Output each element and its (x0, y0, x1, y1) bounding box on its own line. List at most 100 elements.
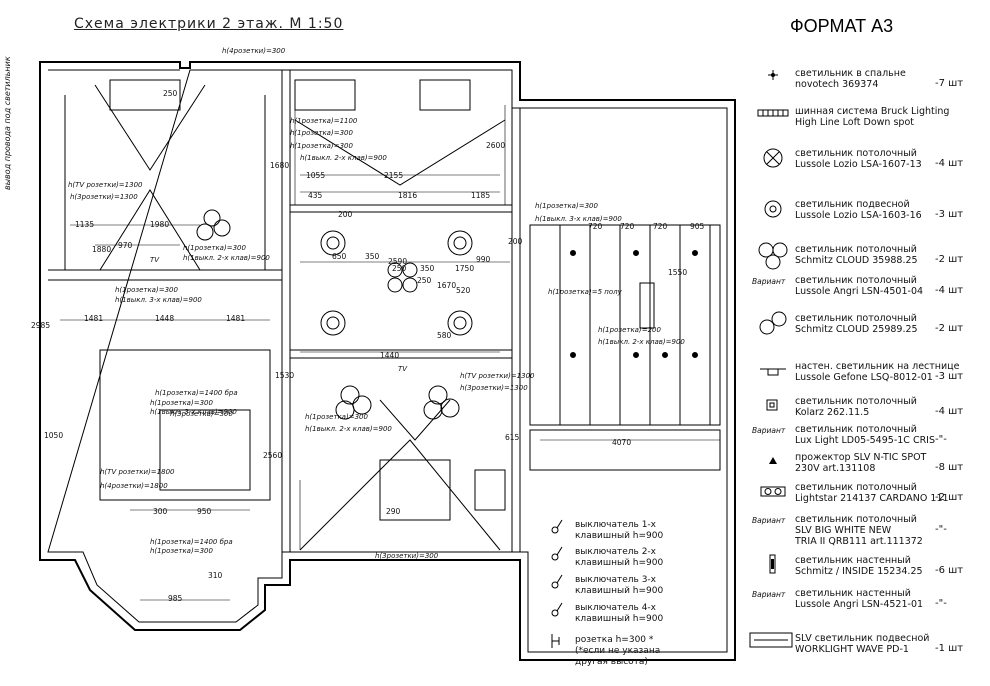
switch-legend-entry: выключатель 1-х клавишный h=900 (575, 520, 664, 541)
legend-quantity: -"- (935, 524, 947, 535)
plan-label: h(1розетка)=200 (598, 326, 661, 334)
stair-steps (559, 225, 711, 425)
plan-label: h(TV розетки)=1800 (100, 468, 175, 476)
bathtub (294, 79, 356, 111)
dimension-value: 350 (420, 264, 435, 273)
worklight-in-plan (639, 282, 655, 329)
plan-label: h(TV розетки)=1300 (460, 372, 535, 380)
track-system-icon (757, 109, 789, 117)
legend-quantity: -2 шт (935, 492, 964, 503)
legend-entry: светильник потолочный Lussole Lozio LSA-… (795, 148, 922, 170)
legend-quantity: -2 шт (935, 323, 964, 334)
dimension-value: 580 (437, 331, 452, 340)
plan-label: h(1выкл. 3-х клав)=900 (150, 408, 237, 416)
legend-entry: светильник подвесной Lussole Lozio LSA-1… (795, 199, 922, 221)
switch-symbol-icon (551, 574, 563, 589)
dimension-value: 720 (653, 222, 668, 231)
legend-entry: светильник потолочный Lightstar 214137 C… (795, 482, 949, 504)
plan-label: h(4розетки)=1800 (100, 482, 168, 490)
stair-lower (529, 429, 721, 471)
dimension-value: 1481 (226, 314, 246, 323)
dimension-value: 720 (620, 222, 635, 231)
stair-spots (570, 250, 698, 358)
legend-quantity: -"- (935, 598, 947, 609)
plan-label: h(1выкл. 3-х клав)=900 (535, 215, 622, 223)
legend-entry: светильник потолочный Schmitz CLOUD 3598… (795, 244, 918, 266)
dimension-value: 1816 (398, 191, 418, 200)
dimension-value: 290 (386, 507, 401, 516)
dimension-value: 1880 (92, 245, 112, 254)
plan-label: h(1розетка)=300 (183, 244, 246, 252)
plan-label: h(1выкл. 2-х клав)=900 (598, 338, 685, 346)
inner-wall-line (47, 69, 728, 653)
dimension-value: 4070 (612, 438, 632, 447)
dimension-value: 1680 (270, 161, 290, 170)
socket-legend-entry: розетка h=300 * (*если не указана другая… (575, 635, 661, 667)
legend-quantity: -4 шт (935, 158, 964, 169)
plan-label: TV (398, 365, 408, 373)
dimension-value: 1050 (44, 431, 64, 440)
stair-wall-light-icon (760, 368, 786, 376)
dimension-value: 1481 (84, 314, 104, 323)
dimension-value: 1185 (471, 191, 491, 200)
roof-line (64, 84, 266, 271)
legend-quantity: -8 шт (935, 462, 964, 473)
outer-wall (39, 61, 736, 661)
legend-quantity: -3 шт (935, 371, 964, 382)
plan-label: h(4розетки)=300 (222, 47, 286, 55)
dimension-value: 720 (588, 222, 603, 231)
dimension-value: 1055 (306, 171, 326, 180)
legend-quantity: -2 шт (935, 254, 964, 265)
ceiling-light-cross-icon (763, 148, 783, 168)
plan-label: h(1розетка)=300 (150, 547, 213, 555)
plan-label: h(1розетка)=300 (290, 129, 353, 137)
legend-quantity: -"- (935, 434, 947, 445)
dimension-value: 250 (163, 89, 178, 98)
spot-light-icon (768, 70, 778, 80)
dimension-value: 650 (332, 252, 347, 261)
legend-entry: светильник потолочный Kolarz 262.11.5 (795, 396, 917, 418)
plan-label: h(1розетка)=1400 бра (155, 389, 238, 397)
legend-quantity: -3 шт (935, 209, 964, 220)
dimension-value: 615 (505, 433, 520, 442)
dimension-value: 2560 (263, 451, 283, 460)
dimension-value: 300 (153, 507, 168, 516)
side-note: вывод провода под светильник (3, 56, 12, 190)
bed-inner (159, 409, 251, 491)
switch-legend-entry: выключатель 3-х клавишный h=900 (575, 575, 664, 596)
legend-entry: светильник потолочный SLV BIG WHITE NEW … (795, 514, 923, 547)
cabinet (474, 469, 506, 511)
wall-light-icon (769, 554, 776, 574)
legend-entry: светильник настенный Schmitz / INSIDE 15… (795, 555, 923, 577)
legend-quantity: -6 шт (935, 565, 964, 576)
plan-label: h(1розетка)=1400 бра (150, 538, 233, 546)
variant-label: Вариант (752, 426, 786, 435)
sink (419, 79, 471, 111)
plan-label: h(3розетки)=300 (375, 552, 439, 560)
legend-entry: светильник потолочный Lux Light LD05-549… (795, 424, 936, 446)
dimension-value: 1530 (275, 371, 295, 380)
legend-quantity: -4 шт (935, 406, 964, 417)
worklight-icon (749, 632, 793, 648)
dimension-value: 250 (417, 276, 432, 285)
plan-label: h(1розетка)=300 (305, 413, 368, 421)
dimension-value: 2985 (31, 321, 51, 330)
dimension-value: 1980 (150, 220, 170, 229)
drawing-title: Схема электрики 2 этаж. М 1:50 (74, 16, 344, 32)
plan-label: h(1розетка)=1100 (290, 117, 358, 125)
plan-label: h(1выкл. 2-х клав)=900 (305, 425, 392, 433)
variant-label: Вариант (752, 590, 786, 599)
plan-label: h(1розетка)=5 полу (548, 288, 622, 296)
dimension-value: 1440 (380, 351, 400, 360)
dimension-value: 310 (208, 571, 223, 580)
dimension-value: 1670 (437, 281, 457, 290)
dimension-value: 970 (118, 241, 133, 250)
switch-legend-entry: выключатель 4-х клавишный h=900 (575, 603, 664, 624)
switch-legend-entry: выключатель 2-х клавишный h=900 (575, 547, 664, 568)
plan-label: TV (150, 256, 160, 264)
plan-label: h(1розетка)=300 (115, 286, 178, 294)
plan-label: h(3розетки)=1300 (70, 193, 138, 201)
dimension-value: 905 (690, 222, 705, 231)
legend-entry: светильник в спальне novotech 369374 (795, 68, 906, 90)
